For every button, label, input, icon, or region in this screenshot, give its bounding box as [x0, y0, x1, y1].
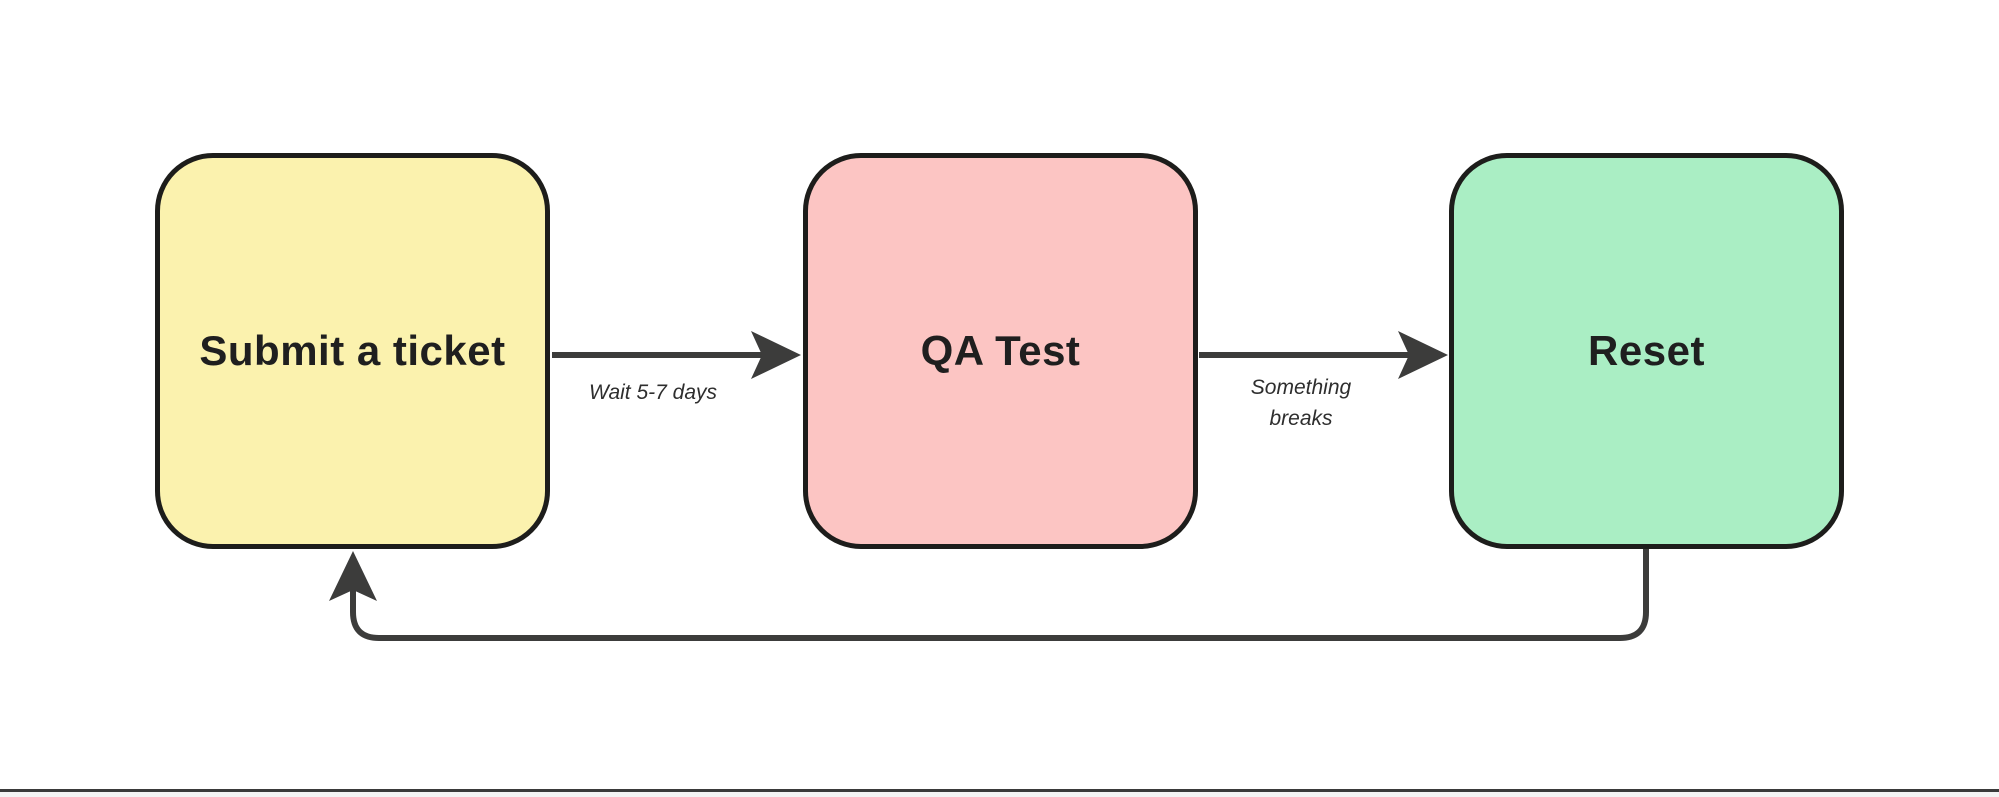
arrowhead-qa-to-reset-icon	[1398, 331, 1448, 379]
node-label: Reset	[1588, 327, 1705, 374]
edge-label-something-breaks: Something breaks	[1250, 376, 1352, 430]
bottom-window-edge	[0, 789, 1999, 797]
node-reset[interactable]: Reset	[1449, 153, 1844, 549]
node-label: Submit a ticket	[199, 327, 506, 374]
node-submit-a-ticket[interactable]: Submit a ticket	[155, 153, 550, 549]
arrowhead-submit-to-qa-icon	[751, 331, 801, 379]
edge-reset-to-submit	[350, 549, 1649, 641]
node-qa-test[interactable]: QA Test	[803, 153, 1198, 549]
arrowhead-reset-to-submit-icon	[329, 551, 377, 601]
node-label: QA Test	[920, 327, 1081, 374]
edge-label-wait-5-7-days: Wait 5-7 days	[589, 381, 717, 404]
